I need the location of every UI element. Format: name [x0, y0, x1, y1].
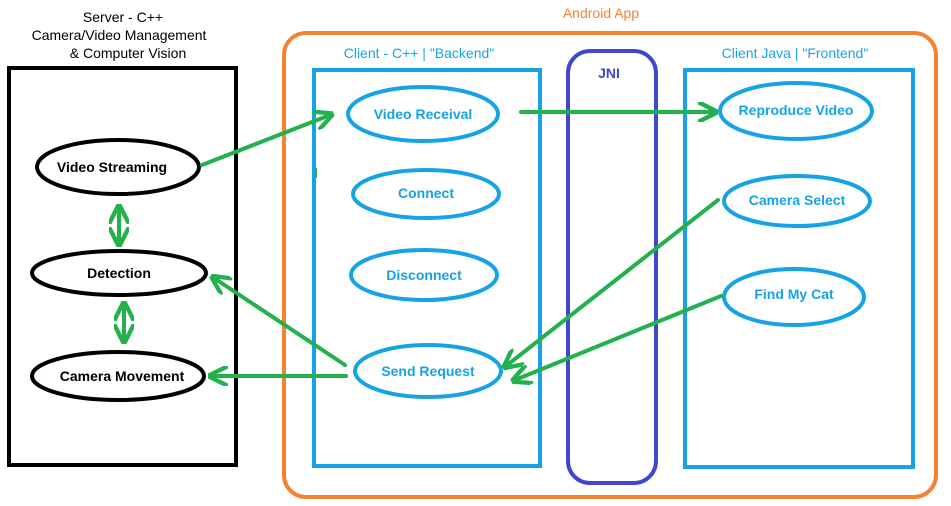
camera-select-label: Camera Select: [749, 192, 846, 208]
reproduce-video-node: [718, 81, 874, 141]
server-title-line-3: & Computer Vision: [70, 45, 186, 61]
connect-label: Connect: [398, 185, 454, 201]
android-app-box: [282, 31, 938, 499]
camera-movement-node: [30, 350, 206, 402]
detection-label: Detection: [87, 265, 151, 281]
find-my-cat-node: [722, 267, 866, 327]
server-box: [7, 66, 238, 467]
connect-node: [351, 168, 501, 220]
arrow-find-my-cat-to-send-request: [515, 294, 723, 380]
send-request-label: Send Request: [381, 363, 475, 379]
server-title-line-2: Camera/Video Management: [32, 27, 207, 43]
video-streaming-label: Video Streaming: [57, 159, 167, 175]
arrow-send-request-to-detection: [214, 278, 347, 367]
client-java-box: [683, 68, 915, 469]
client-cpp-box: [312, 68, 542, 468]
send-request-node: [353, 343, 503, 399]
find-my-cat-label: Find My Cat: [754, 286, 834, 302]
arrow-streaming-to-receival: [200, 115, 330, 167]
video-receival-node: [346, 85, 500, 143]
video-receival-label: Video Receival: [374, 106, 473, 122]
disconnect-label: Disconnect: [386, 267, 462, 283]
arrow-camera-select-to-send-request: [506, 198, 720, 366]
jni-title: JNI: [598, 65, 620, 81]
reproduce-video-label: Reproduce Video: [739, 102, 854, 118]
server-title-line-1: Server - C++: [83, 9, 163, 25]
camera-movement-label: Camera Movement: [60, 368, 185, 384]
camera-select-node: [722, 174, 872, 228]
client-cpp-title: Client - C++ | "Backend": [344, 45, 495, 61]
video-streaming-node: [35, 138, 201, 196]
client-java-title: Client Java | "Frontend": [722, 45, 869, 61]
disconnect-node: [349, 248, 499, 302]
detection-node: [30, 249, 208, 297]
jni-box: [566, 49, 658, 485]
android-app-title: Android App: [563, 5, 639, 21]
